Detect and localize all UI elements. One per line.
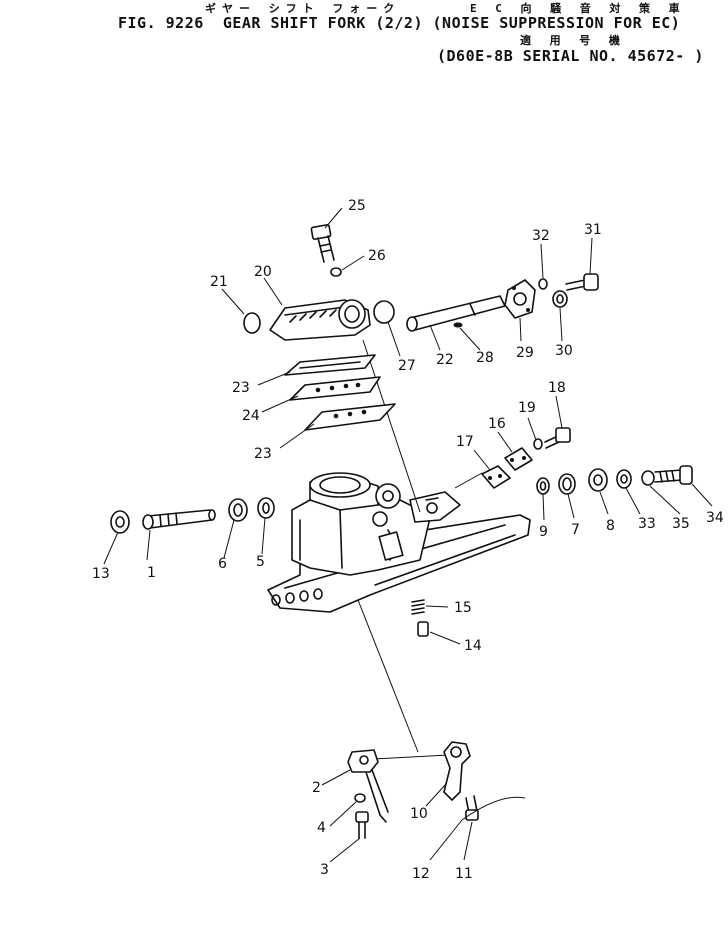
callout-29: 29	[516, 345, 534, 361]
callout-17: 17	[456, 434, 474, 450]
plate-17	[481, 465, 511, 489]
o-ring-21	[243, 312, 261, 334]
cover-assembly	[269, 299, 396, 431]
callout-8: 8	[606, 518, 615, 534]
callout-32: 32	[532, 228, 550, 244]
callout-30: 30	[555, 343, 573, 359]
washer-13	[110, 510, 130, 534]
shaft-1	[142, 509, 216, 530]
callout-33: 33	[638, 516, 656, 532]
callout-1: 1	[147, 565, 156, 581]
assembly-centerline-lower	[357, 599, 419, 753]
bolt-11	[465, 795, 479, 821]
title-jp: ギヤー シフト フォーク	[205, 2, 401, 15]
callout-24: 24	[242, 408, 260, 424]
callout-2: 2	[312, 780, 321, 796]
key-28	[453, 322, 463, 328]
callout-23-lower: 23	[254, 446, 272, 462]
callout-35: 35	[672, 516, 690, 532]
serial-range: (D60E-8B SERIAL NO. 45672- )	[437, 47, 704, 65]
washer-19	[533, 438, 543, 450]
callout-16: 16	[488, 416, 506, 432]
leader-12-arc	[461, 796, 526, 821]
callout-19: 19	[518, 400, 536, 416]
bearing-6	[228, 498, 248, 522]
lever-10	[443, 741, 471, 801]
washer-26	[330, 267, 342, 277]
washer-4	[354, 793, 366, 803]
applicability-jp: 適 用 号 機	[520, 34, 626, 47]
washer-32	[538, 278, 548, 290]
callout-labels: 1 2 3 4 5 6 7 8 9 10 11 12 13 14 15 16 1…	[92, 198, 724, 882]
housing	[267, 472, 531, 613]
o-ring-27	[373, 300, 395, 324]
assembly-centerline-upper	[362, 339, 421, 513]
callout-15: 15	[454, 600, 472, 616]
callout-28: 28	[476, 350, 494, 366]
leader-lines	[103, 207, 713, 863]
bolt-3	[355, 811, 369, 839]
callout-23-upper: 23	[232, 380, 250, 396]
seal-5	[257, 497, 275, 519]
callout-34: 34	[706, 510, 724, 526]
callout-27: 27	[398, 358, 416, 374]
callout-7: 7	[571, 522, 580, 538]
assembly-line-plate	[454, 472, 483, 489]
callout-10: 10	[410, 806, 428, 822]
callout-12: 12	[412, 866, 430, 882]
callout-6: 6	[218, 556, 227, 572]
washer-8	[588, 468, 608, 492]
seal-9	[536, 477, 550, 495]
plug-14	[417, 621, 429, 637]
callout-11: 11	[455, 866, 473, 882]
callout-5: 5	[256, 554, 265, 570]
callout-14: 14	[464, 638, 482, 654]
callout-20: 20	[254, 264, 272, 280]
title-jp-right: E C 向 騒 音 対 策 車	[470, 2, 686, 15]
callout-26: 26	[368, 248, 386, 264]
bolt-25	[310, 224, 335, 263]
callout-18: 18	[548, 380, 566, 396]
callout-22: 22	[436, 352, 454, 368]
callout-4: 4	[317, 820, 326, 836]
spring-15	[411, 599, 425, 615]
callout-25: 25	[348, 198, 366, 214]
plate-16	[504, 447, 533, 471]
washer-33	[616, 469, 632, 489]
callout-21: 21	[210, 274, 228, 290]
bolt-31	[565, 273, 599, 291]
washer-30	[552, 290, 568, 308]
bearing-7	[558, 473, 576, 495]
callout-13: 13	[92, 566, 110, 582]
callout-31: 31	[584, 222, 602, 238]
fork-2	[347, 749, 389, 823]
plate-29	[504, 279, 536, 319]
callout-9: 9	[539, 524, 548, 540]
washer-35	[641, 470, 655, 486]
bolt-34	[654, 465, 693, 485]
callout-3: 3	[320, 862, 329, 878]
bolt-18	[544, 427, 571, 449]
figure-title: FIG. 9226 GEAR SHIFT FORK (2/2) (NOISE S…	[118, 14, 681, 32]
